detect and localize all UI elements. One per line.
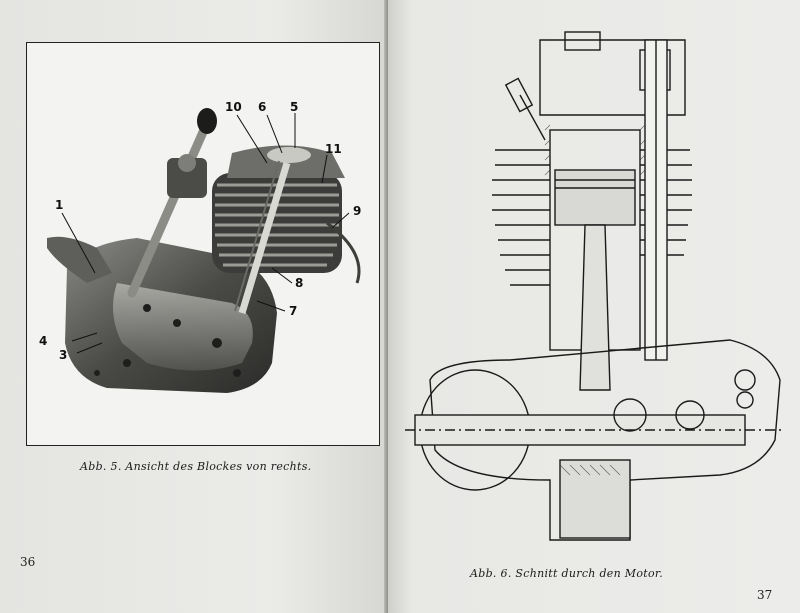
left-page: 1 3 4 5 6 7 8 9 10 11 Abb. 5. Ansicht de… bbox=[0, 0, 388, 613]
callout-4: 4 bbox=[39, 334, 47, 348]
callout-1: 1 bbox=[55, 198, 63, 212]
callout-5: 5 bbox=[290, 100, 298, 114]
cylinder-fins bbox=[212, 173, 342, 273]
callout-7: 7 bbox=[289, 304, 297, 318]
page-number-right: 37 bbox=[757, 588, 773, 602]
figure-caption-left: Abb. 5. Ansicht des Blockes von rechts. bbox=[80, 460, 312, 473]
page-number-left: 36 bbox=[20, 555, 36, 569]
callout-10: 10 bbox=[225, 100, 242, 114]
callout-3: 3 bbox=[59, 348, 67, 362]
callout-11: 11 bbox=[325, 142, 342, 156]
engine-section-drawing bbox=[405, 31, 785, 541]
callout-9: 9 bbox=[353, 204, 361, 218]
callout-6: 6 bbox=[258, 100, 266, 114]
figure-caption-right: Abb. 6. Schnitt durch den Motor. bbox=[470, 567, 664, 580]
engine-photo-frame: 1 3 4 5 6 7 8 9 10 11 bbox=[26, 42, 380, 446]
callout-8: 8 bbox=[295, 276, 303, 290]
engine-photo: 1 3 4 5 6 7 8 9 10 11 bbox=[39, 100, 361, 393]
